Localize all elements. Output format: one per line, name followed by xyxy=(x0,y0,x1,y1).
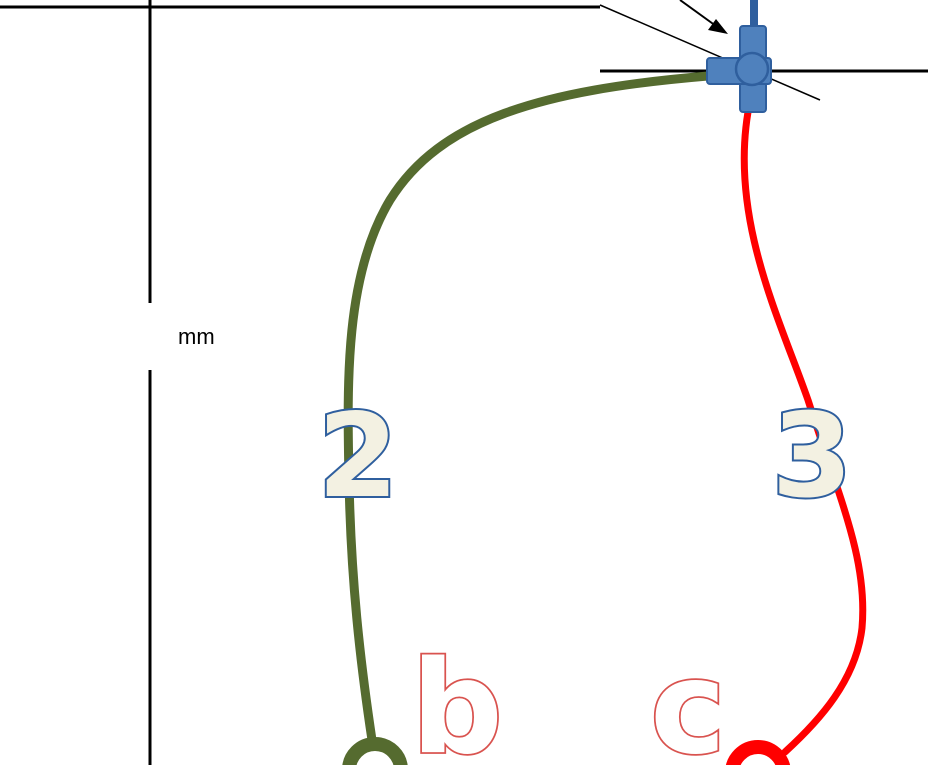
pointer-arrow-head xyxy=(708,19,728,34)
tee-connector-icon xyxy=(706,25,772,113)
tube-3-end-fitting xyxy=(725,740,791,765)
tube-2 xyxy=(343,71,713,745)
tube-3-number: 3 xyxy=(772,389,853,524)
tube-2-end-fitting xyxy=(342,737,408,765)
tube-2-number: 2 xyxy=(318,389,399,524)
pointer-arrow-shaft xyxy=(679,0,717,27)
dimension-unit-label: mm xyxy=(178,324,215,349)
tube-3 xyxy=(740,108,867,756)
tube-3-end-letter: c xyxy=(650,634,726,765)
angle-line xyxy=(599,4,821,101)
tube-2-end-letter: b xyxy=(411,634,503,765)
